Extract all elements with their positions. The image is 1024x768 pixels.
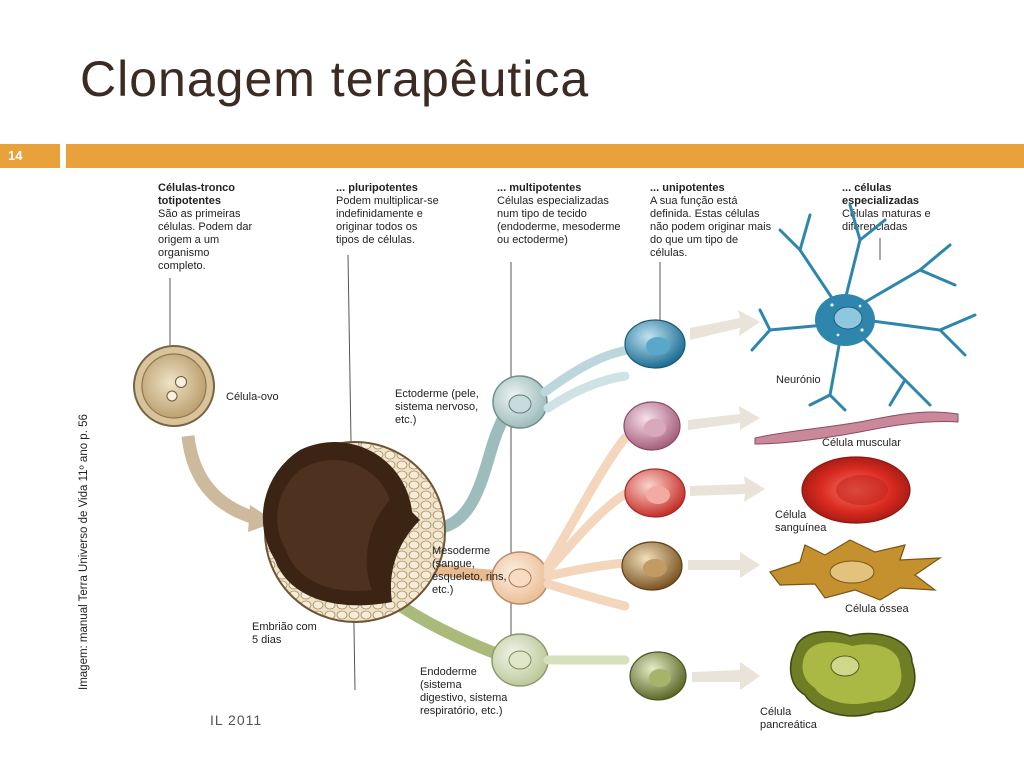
unipotent-bone-precursor (621, 541, 683, 591)
header-unipotentes-text-2: definida. Estas células (650, 208, 760, 220)
endoderme-text-2: (sistema (420, 679, 462, 691)
arrow-egg-to-embryo-head (248, 505, 276, 532)
ectoderm-cell (492, 375, 548, 429)
celula-ovo-text: Célula-ovo (226, 391, 279, 403)
header-unipotentes-text-5: células. (650, 247, 687, 259)
fan-arrows (540, 345, 633, 665)
header-pluripotentes-title: ... pluripotentes (336, 182, 418, 194)
header-totipotentes-text-3: origem a um (158, 234, 219, 246)
flow-endoderm (388, 595, 503, 661)
label-endoderme: Endoderme (sistema digestivo, sistema re… (420, 666, 508, 717)
embryo-5-days (262, 441, 446, 623)
blood-cell (801, 456, 911, 524)
label-pancreatica: Célula pancreática (760, 706, 818, 731)
header-unipotentes: ... unipotentes A sua função está defini… (650, 182, 772, 259)
ectoderme-text-1: Ectoderme (pele, (395, 388, 479, 400)
endoderme-text-3: digestivo, sistema (420, 692, 508, 704)
header-totipotentes-text-4: organismo (158, 247, 209, 259)
header-pluripotentes-text-4: tipos de células. (336, 234, 415, 246)
slide-title: Clonagem terapêutica (80, 51, 590, 107)
label-ossea: Célula óssea (845, 603, 909, 615)
header-totipotentes-text-5: completo. (158, 260, 206, 272)
sanguinea-text-2: sanguínea (775, 522, 827, 534)
label-mesoderme: Mesoderme (sangue, esqueleto, rins, etc.… (432, 545, 507, 596)
endoderme-text-4: respiratório, etc.) (420, 705, 503, 717)
header-multipotentes-text-4: ou ectoderme) (497, 234, 568, 246)
header-unipotentes-title: ... unipotentes (650, 182, 725, 194)
mesoderme-text-1: Mesoderme (432, 545, 490, 557)
unipotent-pancreas-precursor (629, 651, 687, 701)
header-unipotentes-text-1: A sua função está (650, 195, 738, 207)
mesoderm-cell (491, 551, 549, 605)
slide-number: 14 (0, 144, 60, 168)
header-multipotentes-title: ... multipotentes (497, 182, 581, 194)
header-especializadas-text-1: Células maturas e (842, 208, 931, 220)
header-totipotentes-text-1: São as primeiras (158, 208, 241, 220)
header-especializadas: ... células especializadas Células matur… (842, 182, 931, 233)
specialization-arrows (688, 310, 765, 690)
label-ectoderme: Ectoderme (pele, sistema nervoso, etc.) (395, 388, 479, 426)
sanguinea-text-1: Célula (775, 509, 807, 521)
header-unipotentes-text-4: do que um tipo de (650, 234, 738, 246)
ossea-text: Célula óssea (845, 603, 909, 615)
accent-bar (66, 144, 1024, 168)
ectoderme-text-2: sistema nervoso, (395, 401, 478, 413)
label-celula-ovo: Célula-ovo (226, 391, 279, 403)
egg-cell (133, 345, 215, 427)
unipotent-neuron-precursor (624, 319, 686, 369)
header-pluripotentes-text-3: originar todos os (336, 221, 418, 233)
embriao-text-1: Embrião com (252, 621, 317, 633)
pancreatic-cell (789, 630, 916, 717)
header-totipotentes-title-1: Células-tronco (158, 182, 235, 194)
pancreatica-text-1: Célula (760, 706, 792, 718)
mesoderme-text-4: etc.) (432, 584, 453, 596)
header-totipotentes-text-2: células. Podem dar (158, 221, 252, 233)
header-multipotentes-text-1: Células especializadas (497, 195, 609, 207)
mesoderme-text-3: esqueleto, rins, (432, 571, 507, 583)
bone-cell (769, 539, 943, 601)
muscular-text: Célula muscular (822, 437, 901, 449)
neuron-cell (750, 203, 977, 412)
label-sanguinea: Célula sanguínea (775, 509, 827, 534)
endoderm-cell (491, 633, 549, 687)
ectoderme-text-3: etc.) (395, 414, 416, 426)
header-totipotentes: Células-tronco totipotentes São as prime… (158, 182, 252, 272)
header-pluripotentes-text-2: indefinidamente e (336, 208, 423, 220)
label-embriao: Embrião com 5 dias (252, 621, 317, 646)
header-unipotentes-text-3: não podem originar mais (650, 221, 772, 233)
header-multipotentes-text-2: num tipo de tecido (497, 208, 587, 220)
header-totipotentes-title-2: totipotentes (158, 195, 221, 207)
header-pluripotentes: ... pluripotentes Podem multiplicar-se i… (336, 182, 439, 246)
unipotent-blood-precursor (624, 468, 686, 518)
header-especializadas-title-2: especializadas (842, 195, 919, 207)
endoderme-text-1: Endoderme (420, 666, 477, 678)
header-multipotentes-text-3: (endoderme, mesoderme (497, 221, 621, 233)
neuronio-text: Neurónio (776, 374, 821, 386)
label-neuronio: Neurónio (776, 374, 821, 386)
arrow-egg-to-embryo (181, 435, 258, 525)
header-especializadas-title-1: ... células (842, 182, 892, 194)
pancreatica-text-2: pancreática (760, 719, 818, 731)
muscle-cell (754, 411, 959, 445)
embriao-text-2: 5 dias (252, 634, 282, 646)
mesoderme-text-2: (sangue, (432, 558, 475, 570)
label-muscular: Célula muscular (822, 437, 901, 449)
header-multipotentes: ... multipotentes Células especializadas… (497, 182, 621, 246)
header-pluripotentes-text-1: Podem multiplicar-se (336, 195, 439, 207)
unipotent-muscle-precursor (623, 401, 681, 451)
footer-text: IL 2011 (210, 712, 263, 728)
